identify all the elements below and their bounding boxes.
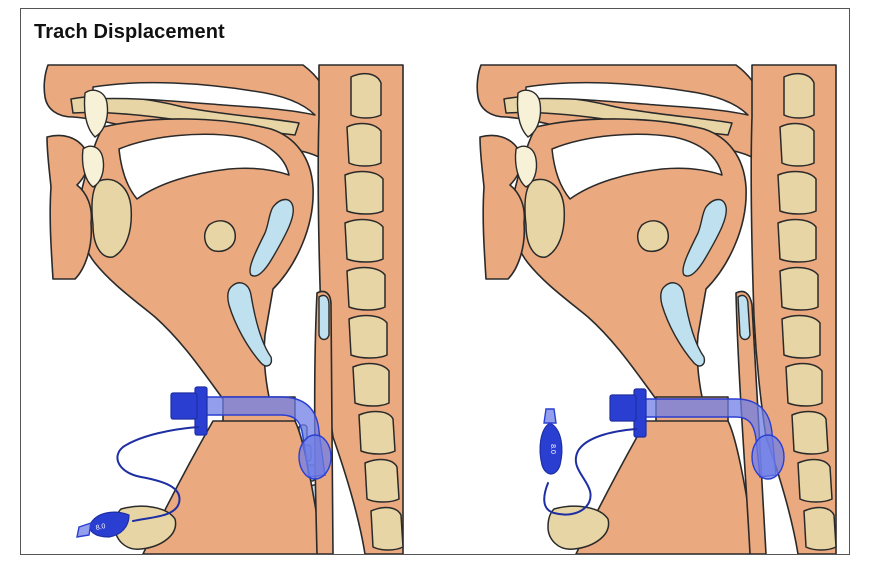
trach-tube-hub: [171, 393, 197, 419]
airway-diagram-in-trachea: .t { fill: #eaa97f; stroke: #2a2a2a; str…: [33, 57, 413, 554]
trach-tube-cuff: [299, 435, 331, 479]
figure-frame: Trach Displacement .t { fill: #eaa97f; s…: [20, 8, 850, 555]
esophagus-cartilage: [738, 295, 750, 339]
airway-diagram-displaced: .t { fill: #eaa97f; stroke: #2a2a2a; str…: [466, 57, 846, 554]
pilot-valve: [77, 523, 91, 537]
figure-title: Trach Displacement: [34, 21, 225, 44]
hyoid-bone: [638, 221, 669, 251]
trach-tube-hub: [610, 395, 636, 421]
panel-tube-displaced: .t { fill: #eaa97f; stroke: #2a2a2a; str…: [466, 57, 846, 554]
pilot-balloon-label: 8.0: [549, 444, 556, 454]
panel-tube-in-trachea: .t { fill: #eaa97f; stroke: #2a2a2a; str…: [33, 57, 413, 554]
hyoid-bone: [205, 221, 236, 251]
pilot-valve: [544, 409, 556, 423]
esophagus-cartilage: [319, 295, 329, 339]
trach-tube-cuff: [752, 435, 784, 479]
